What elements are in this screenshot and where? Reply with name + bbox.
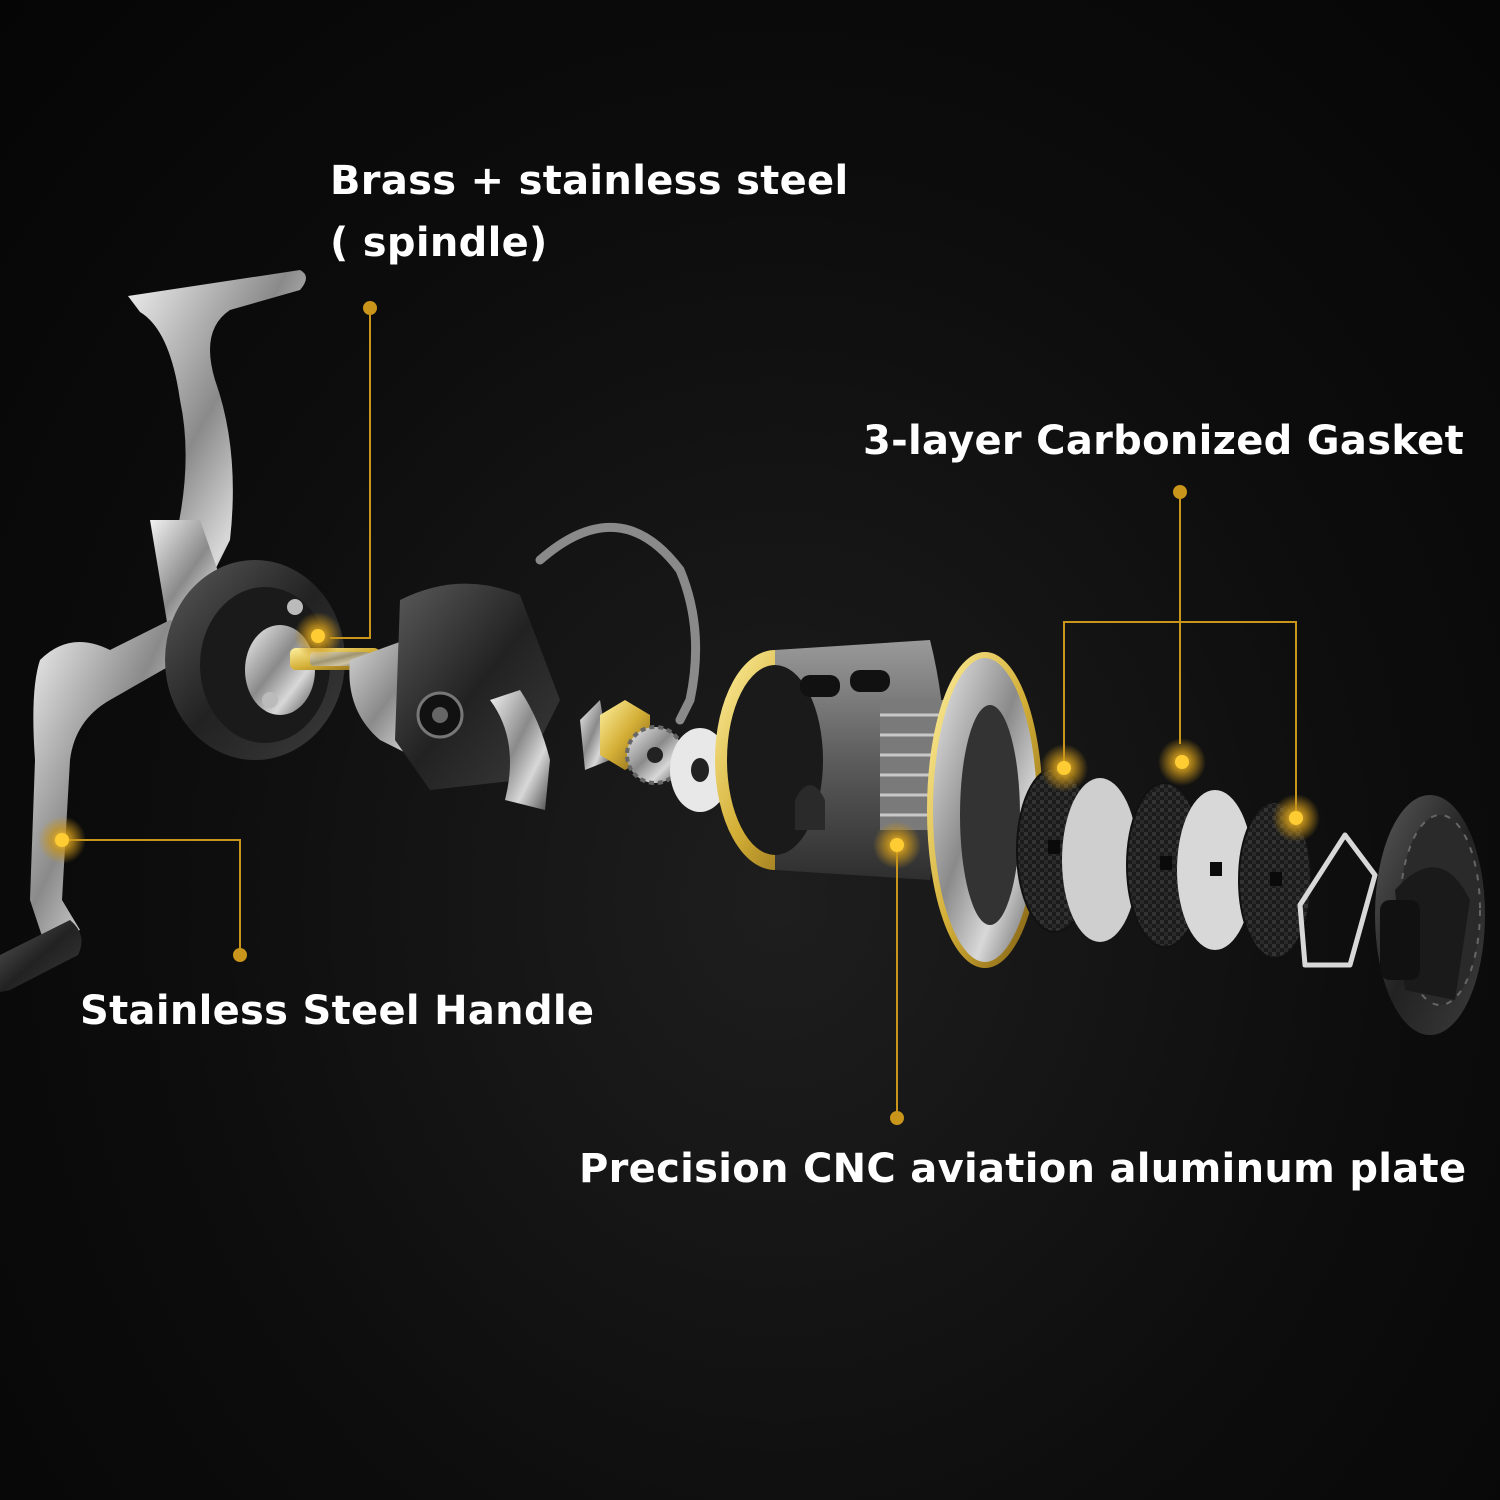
drag-components bbox=[600, 700, 730, 812]
rotor bbox=[349, 583, 560, 810]
anchor-dots bbox=[233, 301, 1187, 1125]
spindle-label-line2: ( spindle) bbox=[330, 220, 548, 266]
target-dots bbox=[38, 612, 1320, 869]
plate-callout-label: Precision CNC aviation aluminum plate bbox=[579, 1146, 1467, 1192]
handle-anchor-dot bbox=[233, 948, 247, 962]
gasket-anchor-dot bbox=[1173, 485, 1187, 499]
drag-knob bbox=[1375, 795, 1485, 1035]
plate-anchor-dot bbox=[890, 1111, 904, 1125]
bail-wire bbox=[535, 523, 701, 725]
gasket-stack bbox=[1016, 767, 1312, 959]
spindle-callout-label: Brass + stainless steel ( spindle) bbox=[330, 150, 848, 274]
spindle-callout-line bbox=[330, 308, 371, 639]
callout-lines bbox=[64, 308, 1297, 1118]
spindle-anchor-dot bbox=[363, 301, 377, 315]
spool bbox=[715, 640, 1043, 968]
spindle-label-line1: Brass + stainless steel bbox=[330, 158, 849, 204]
handle-arm bbox=[0, 620, 186, 992]
handle-callout-line bbox=[64, 839, 241, 955]
handle-callout-label: Stainless Steel Handle bbox=[80, 988, 595, 1034]
spring-clip bbox=[1297, 832, 1378, 968]
gasket-callout-label: 3-layer Carbonized Gasket bbox=[863, 418, 1465, 464]
